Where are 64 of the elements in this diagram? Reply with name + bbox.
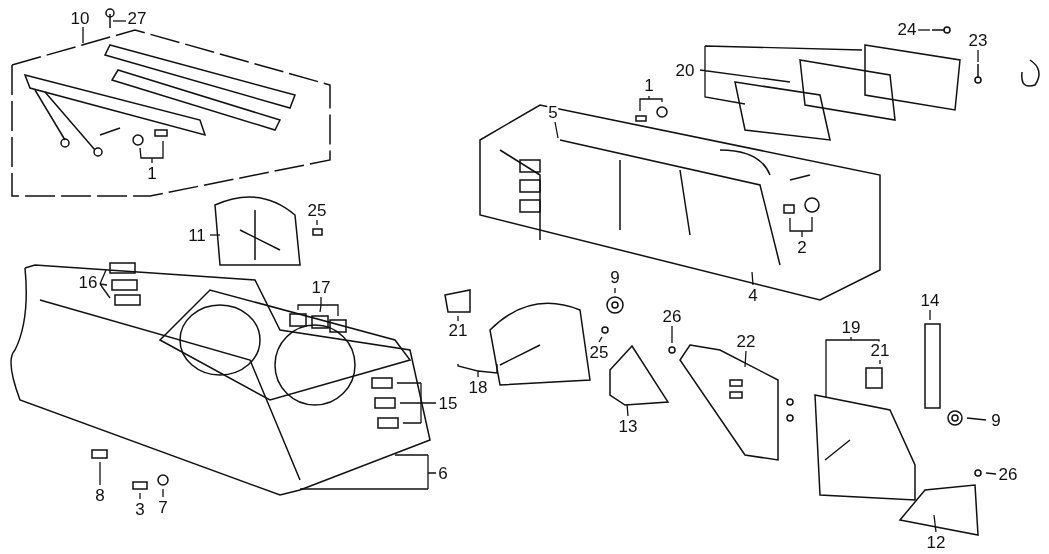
leader-line [112,20,127,22]
callout-number: 9 [609,268,621,286]
callout-number: 12 [925,533,947,551]
leader-line [139,140,164,164]
leader-line [554,121,559,139]
callout-number: 17 [310,278,332,296]
leader-line [99,461,101,486]
callout-number: 15 [437,394,459,412]
leader-line [162,488,164,498]
leader-line [614,287,616,294]
leader-line [396,382,437,424]
callout-number: 25 [306,201,328,219]
leader-line [744,350,747,368]
leader-line [933,514,937,533]
callout-number: 4 [747,286,759,304]
callout-number: 2 [796,238,808,256]
leader-line [879,359,881,365]
leader-line [457,363,498,378]
callout-number: 16 [77,273,99,291]
callout-number: 19 [840,318,862,336]
leader-line [699,45,863,105]
leader-line [751,271,754,286]
leader-line [457,315,459,322]
callout-number: 13 [617,417,639,435]
callout-number: 26 [661,307,683,325]
callout-number: 21 [869,341,891,359]
callout-number: 9 [990,411,1002,429]
leader-line [299,454,437,490]
leader-line [929,309,931,321]
leader-line [209,234,221,236]
callout-number: 18 [467,378,489,396]
leader-line [966,417,987,421]
callout-number: 6 [437,464,449,482]
leader-line [917,29,931,31]
leader-line [626,403,629,417]
leader-line [825,336,880,399]
callout-number: 22 [735,332,757,350]
leader-line [598,336,603,343]
callout-number: 10 [69,9,91,27]
leader-line [297,296,339,317]
callout-number: 21 [447,321,469,339]
callout-number: 11 [187,226,207,244]
leader-line [139,492,141,500]
leader-line [789,216,813,238]
leader-line [671,325,673,344]
callout-number: 27 [126,9,148,27]
callout-number: 14 [919,291,941,309]
leader-line [639,95,663,112]
leader-line [316,219,318,226]
callout-number: 20 [674,61,696,79]
leader-line [977,49,979,63]
leader-line [985,472,997,475]
leader-line [82,26,84,44]
callout-number: 8 [94,486,106,504]
callout-number: 1 [146,164,158,182]
callout-number: 1 [643,76,655,94]
callout-number: 26 [997,465,1019,483]
callout-number: 24 [896,20,918,38]
callout-number: 23 [967,31,989,49]
callout-number: 3 [134,500,146,518]
callout-number: 7 [157,498,169,516]
leader-line [99,269,111,299]
callout-number: 5 [547,103,559,121]
callout-number: 25 [588,343,610,361]
